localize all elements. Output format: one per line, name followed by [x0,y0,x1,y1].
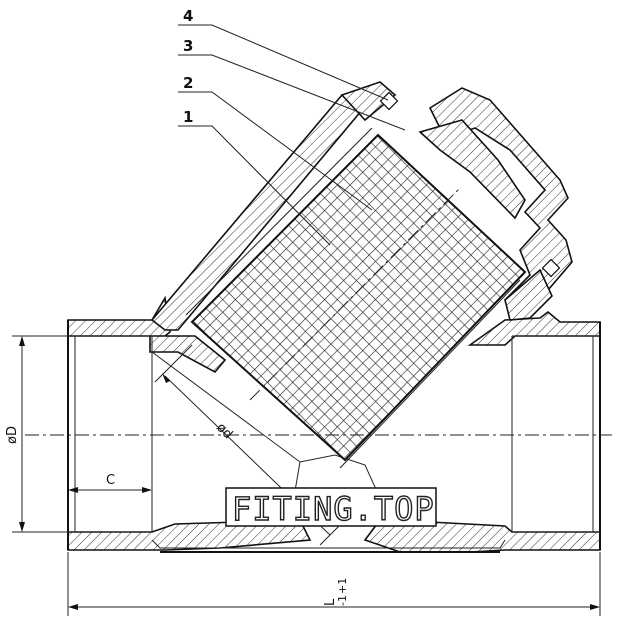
callout-2: 2 [183,74,193,92]
svg-text:L: L [323,598,338,606]
length-tol-plus: +1 [336,578,349,594]
dimension-diameter [12,335,68,533]
callout-3: 3 [183,37,193,55]
filter-screen [185,127,527,469]
gaskets [379,91,561,278]
watermark: FITING.TOP [225,487,437,529]
thread-length-label: C [106,473,115,488]
length-tol-minus: -1 [336,595,349,606]
diameter-label: øD [5,426,20,444]
callout-leaders [178,24,406,246]
svg-text:FITING.TOP: FITING.TOP [232,490,435,528]
dimension-length [67,552,601,616]
callout-1: 1 [183,108,193,126]
dimension-thread [68,487,152,493]
length-label: L [323,598,338,606]
callout-4: 4 [183,7,193,25]
screen-diameter-label: ød [213,420,235,442]
